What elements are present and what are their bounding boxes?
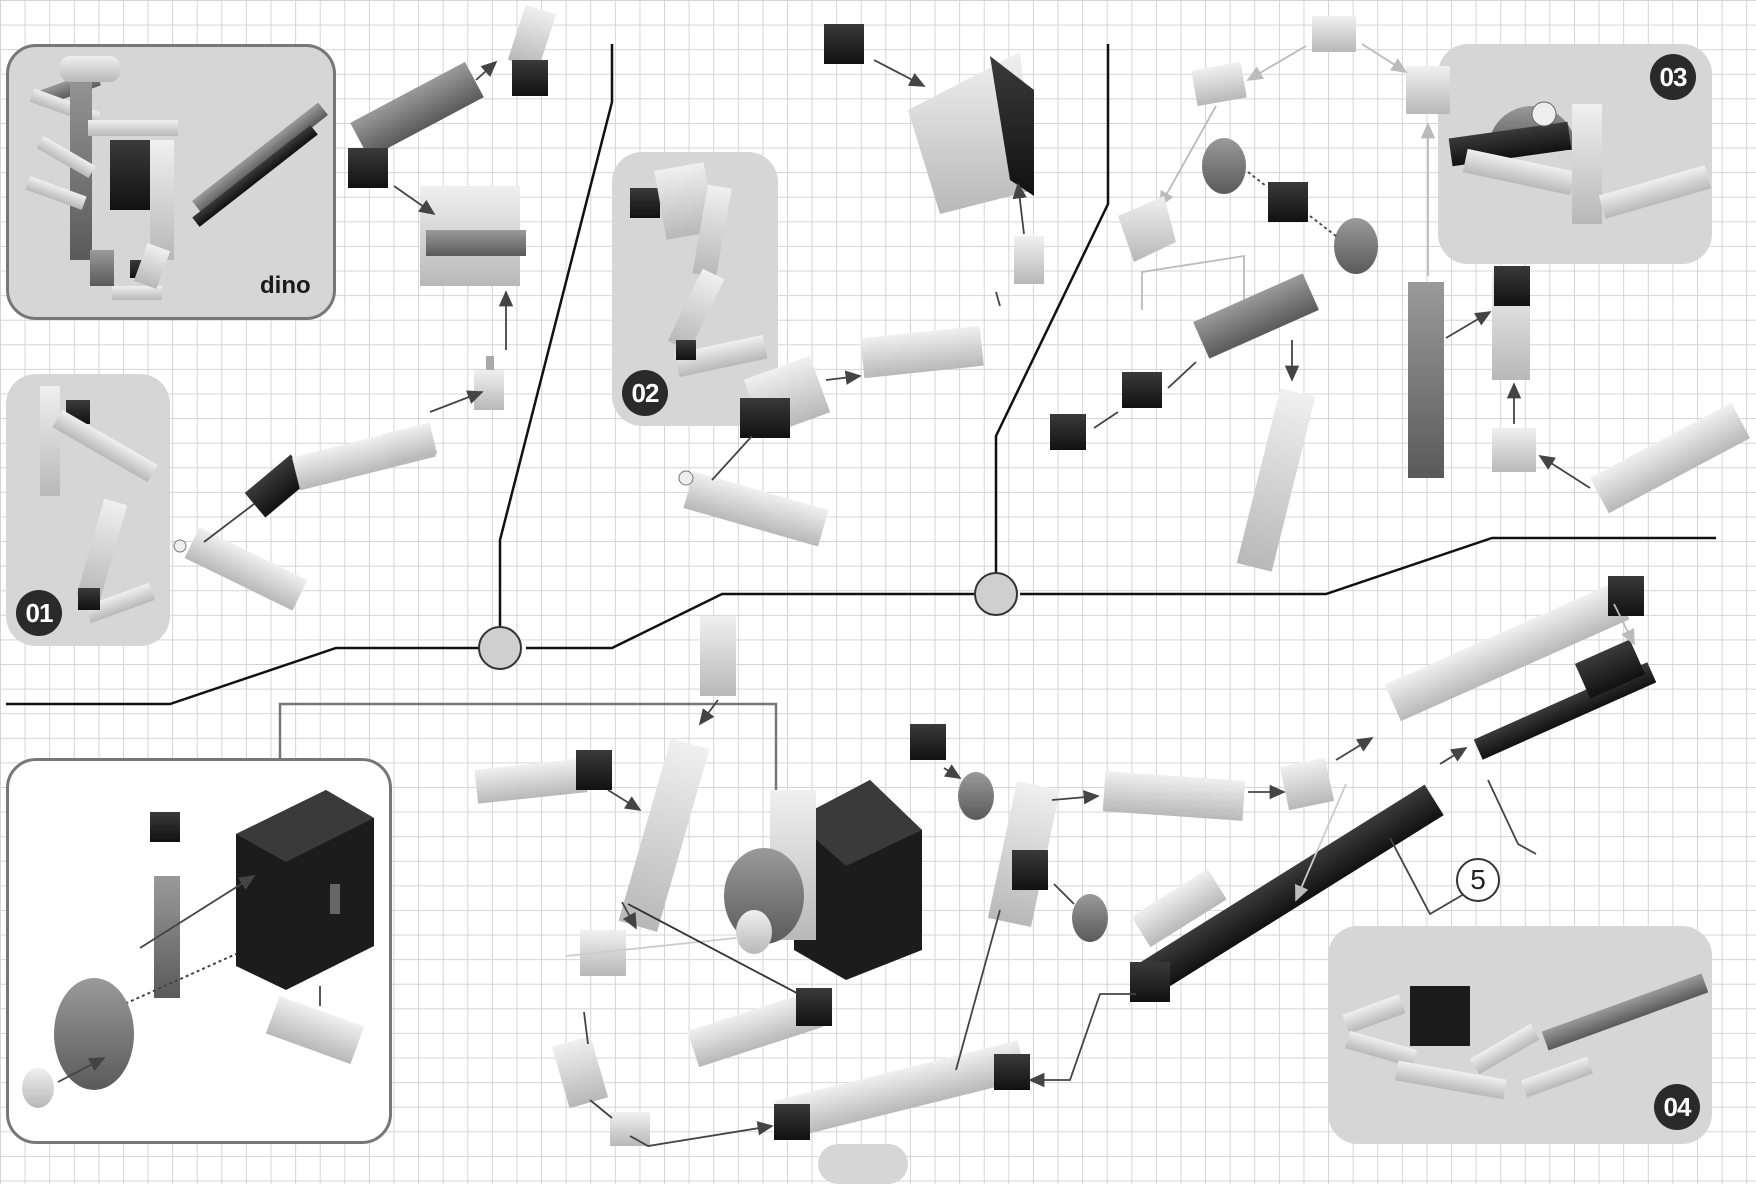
quantity-callout: 5 <box>1456 858 1500 902</box>
section-marker-dot <box>478 626 522 670</box>
step-02-model <box>630 162 768 377</box>
section-marker-dot <box>974 572 1018 616</box>
step-01-badge: 01 <box>16 590 62 636</box>
step-02-parts <box>679 24 1044 547</box>
step-03-model <box>1449 102 1712 224</box>
motor-subassembly <box>22 790 374 1108</box>
step-01-model <box>40 386 158 623</box>
step-02-badge: 02 <box>622 370 668 416</box>
step-04-model <box>1342 974 1708 1100</box>
step-03-parts <box>1050 16 1750 572</box>
step-01-parts <box>174 4 556 610</box>
model-name-label: dino <box>260 272 311 300</box>
step-03-badge: 03 <box>1650 54 1696 100</box>
model-dino-image <box>25 56 328 300</box>
step-04-badge: 04 <box>1654 1084 1700 1130</box>
